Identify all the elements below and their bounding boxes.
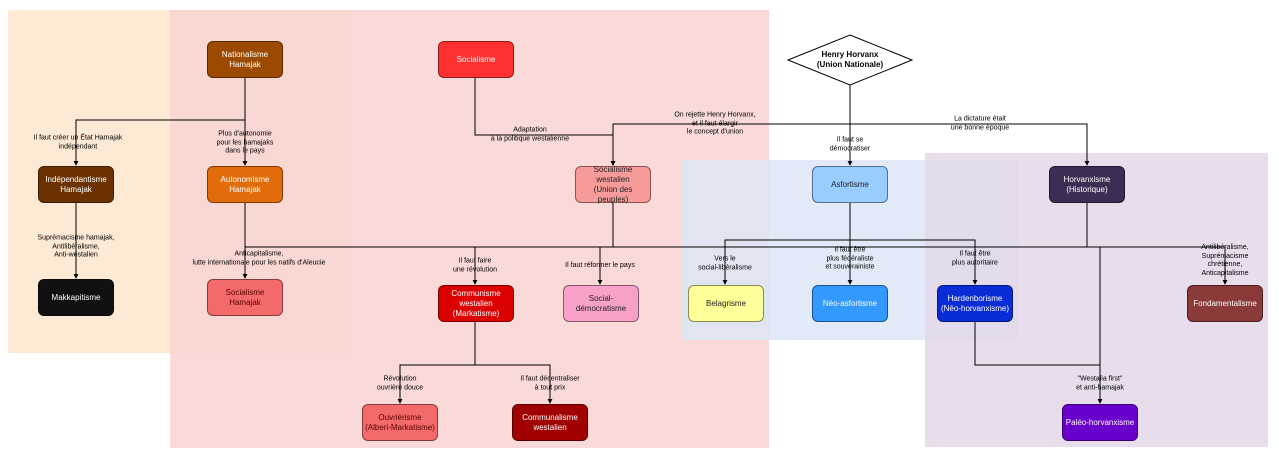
region-socialisme [170,10,769,448]
label-social-liberalisme: Vers le social-libéralisme [698,255,752,272]
label-federaliste: Il faut être plus fédéraliste et souvera… [825,246,875,271]
label-decentraliser: Il faut décentraliser à tout prix [520,375,580,392]
node-ouvrierisme[interactable]: Ouvriérisme (Alberi-Markatisme) [362,404,438,441]
henry-horvanx-label: Henry Horvanx (Union Nationale) [816,50,884,69]
node-communalisme-westalien[interactable]: Communalisme westalien [512,404,588,441]
edge-henry-horvanxisme [850,123,1090,166]
node-communisme-westalien[interactable]: Communisme westalien (Markatisme) [438,285,514,322]
label-antiliberalisme: Antilibéralisme, Suprémacisme chrétienne… [1201,244,1249,277]
node-hardenborisme[interactable]: Hardenborisme (Néo-horvanxisme) [937,285,1013,322]
edge-socialisme-westalien [474,78,616,166]
node-fondamentalisme[interactable]: Fondamentalisme [1187,285,1263,322]
edge-harden-paleo [974,321,1100,366]
label-adaptation: Adaptation à la politique westalienne [490,126,570,143]
node-horvanxisme[interactable]: Horvanxisme (Historique) [1049,166,1125,203]
label-revolution: Il faut faire une révolution [453,257,497,274]
label-rejette-henry: On rejette Henry Horvanx, et il faut éla… [674,111,756,136]
node-makkapitisme[interactable]: Makkapitisme [38,279,114,316]
edge-asfortisme-harden [850,239,978,285]
node-social-democratisme[interactable]: Social-démocratisme [563,285,639,322]
label-westalia-first: "Westalia first" et anti-hamajak [1076,375,1124,392]
label-anticapitalisme: Anticapitalisme, lutte internationale po… [192,250,326,267]
henry-diamond [786,34,914,86]
node-socialisme[interactable]: Socialisme [438,41,514,78]
edge-communisme-communalisme [475,364,553,404]
edge-communisme-ouvrierisme [397,321,476,404]
label-dictature: La dictature était une bonne époque [950,115,1010,132]
label-supremacisme: Suprémacisme hamajak, Antilibéralisme, A… [37,234,115,259]
label-etat-hamajak: Il faut créer un État Hamajak indépendan… [33,134,123,151]
edge-asfortisme-bus [722,203,851,285]
edge-sw-bus [245,203,614,248]
node-neo-asfortisme[interactable]: Néo-asfortisme [812,285,888,322]
edge-horvanxisme-fondamentalisme [1087,246,1228,285]
node-paleo-horvanxisme[interactable]: Paléo-horvanxisme [1062,404,1138,441]
node-independantisme-hamajak[interactable]: Indépendantisme Hamajak [38,166,114,203]
node-autonomisme-hamajak[interactable]: Autonomisme Hamajak [207,166,283,203]
label-ouvriere: Révolution ouvrière douce [376,375,424,392]
node-nationalisme-hamajak[interactable]: Nationalisme Hamajak [207,41,283,78]
node-socialisme-hamajak[interactable]: Socialisme Hamajak [207,279,283,316]
label-autoritaire: Il faut être plus autoritaire [952,250,998,267]
node-belagrisme[interactable]: Belagrisme [688,285,764,322]
label-reformer: Il faut réformer le pays [565,261,635,269]
label-plus-autonomie: Plus d'autonomie pour les hamajaks dans … [216,130,274,155]
node-asfortisme[interactable]: Asfortisme [812,166,888,203]
label-democratiser: Il faut se démocratiser [829,136,871,153]
node-socialisme-westalien[interactable]: Socialisme westalien (Union des peuples) [575,165,651,204]
edge-sw-communisme [472,246,613,285]
